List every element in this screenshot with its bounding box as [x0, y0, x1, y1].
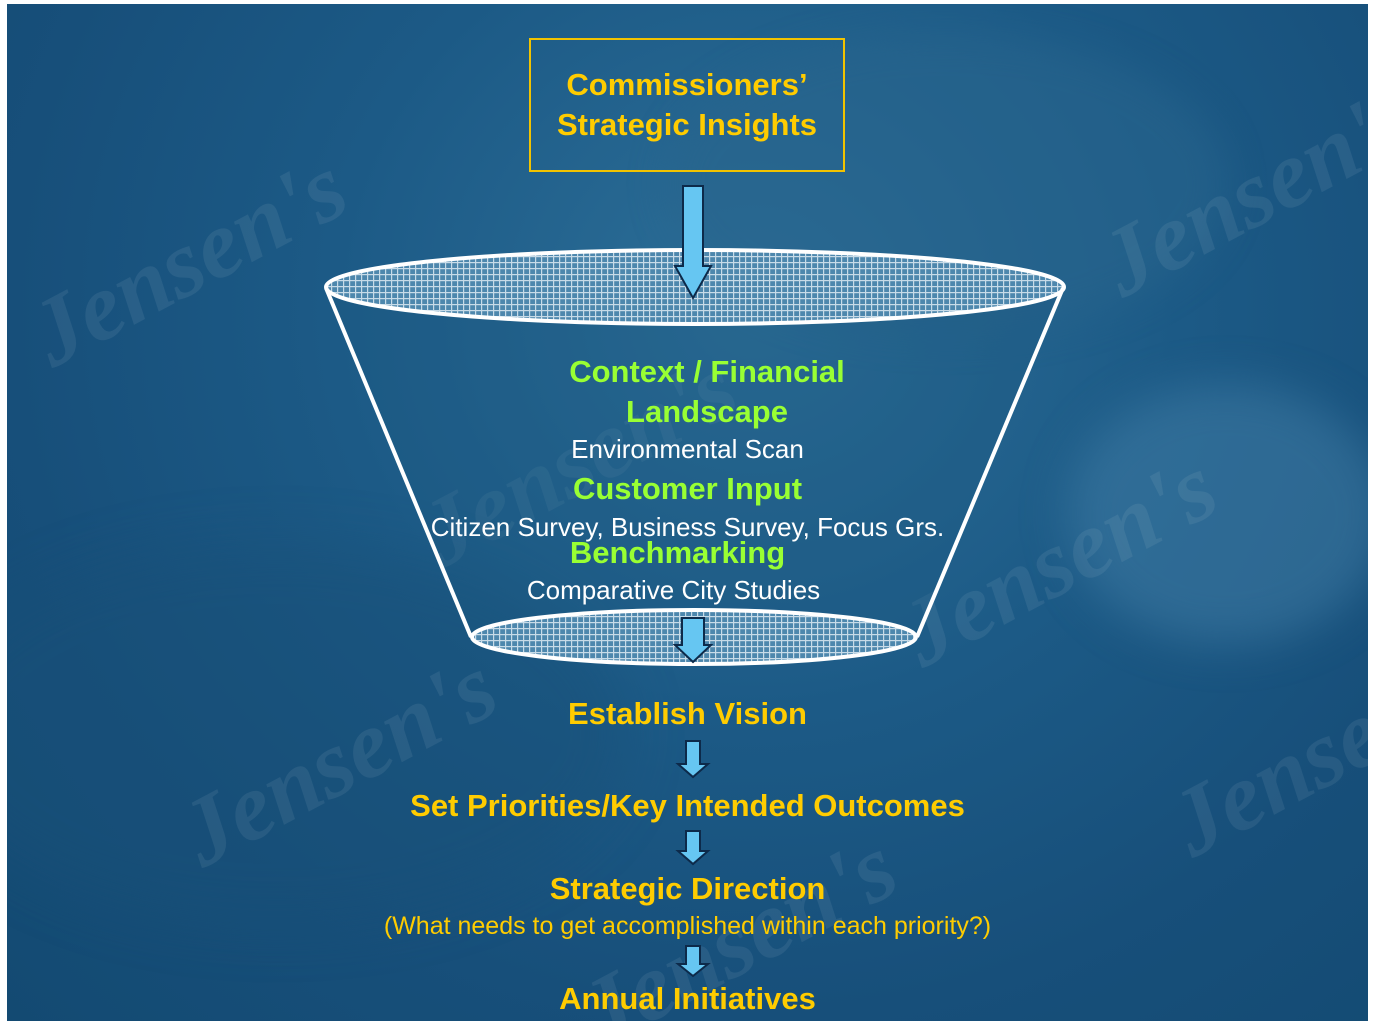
commissioners-insights-box: Commissioners’ Strategic Insights [529, 38, 845, 172]
commissioners-insights-label: Commissioners’ Strategic Insights [556, 67, 818, 142]
funnel-detail-surveys: Citizen Survey, Business Survey, Focus G… [430, 512, 945, 542]
slide: Jensen's Jensen's Jensen's Jensen's Jens… [7, 4, 1368, 1021]
step-annual-initiatives: Annual Initiatives [559, 981, 816, 1016]
arrow-down-icon [675, 945, 711, 978]
arrow-down-icon [675, 830, 711, 866]
arrow-down-icon [675, 740, 711, 779]
funnel-left-edge [324, 287, 473, 638]
arrow-down-icon [672, 617, 714, 664]
funnel-body [326, 271, 1063, 661]
step-strategic-direction-note: (What needs to get accomplished within e… [383, 912, 992, 940]
funnel-detail-comparative-studies: Comparative City Studies [526, 575, 821, 605]
funnel-diagram [324, 185, 1066, 978]
funnel-right-edge [915, 287, 1065, 638]
background-photo-shape [7, 544, 627, 924]
funnel-heading-context: Context / Financial Landscape [569, 354, 845, 429]
background-photo-shape [1067, 384, 1368, 644]
funnel-detail-environmental-scan: Environmental Scan [571, 434, 804, 464]
step-set-priorities: Set Priorities/Key Intended Outcomes [410, 788, 965, 823]
step-strategic-direction: Strategic Direction [549, 871, 826, 906]
funnel-heading-customer-input: Customer Input [572, 471, 803, 506]
arrow-down-icon [673, 185, 713, 301]
funnel-heading-benchmarking: Benchmarking [569, 535, 786, 570]
step-establish-vision: Establish Vision [568, 696, 807, 731]
